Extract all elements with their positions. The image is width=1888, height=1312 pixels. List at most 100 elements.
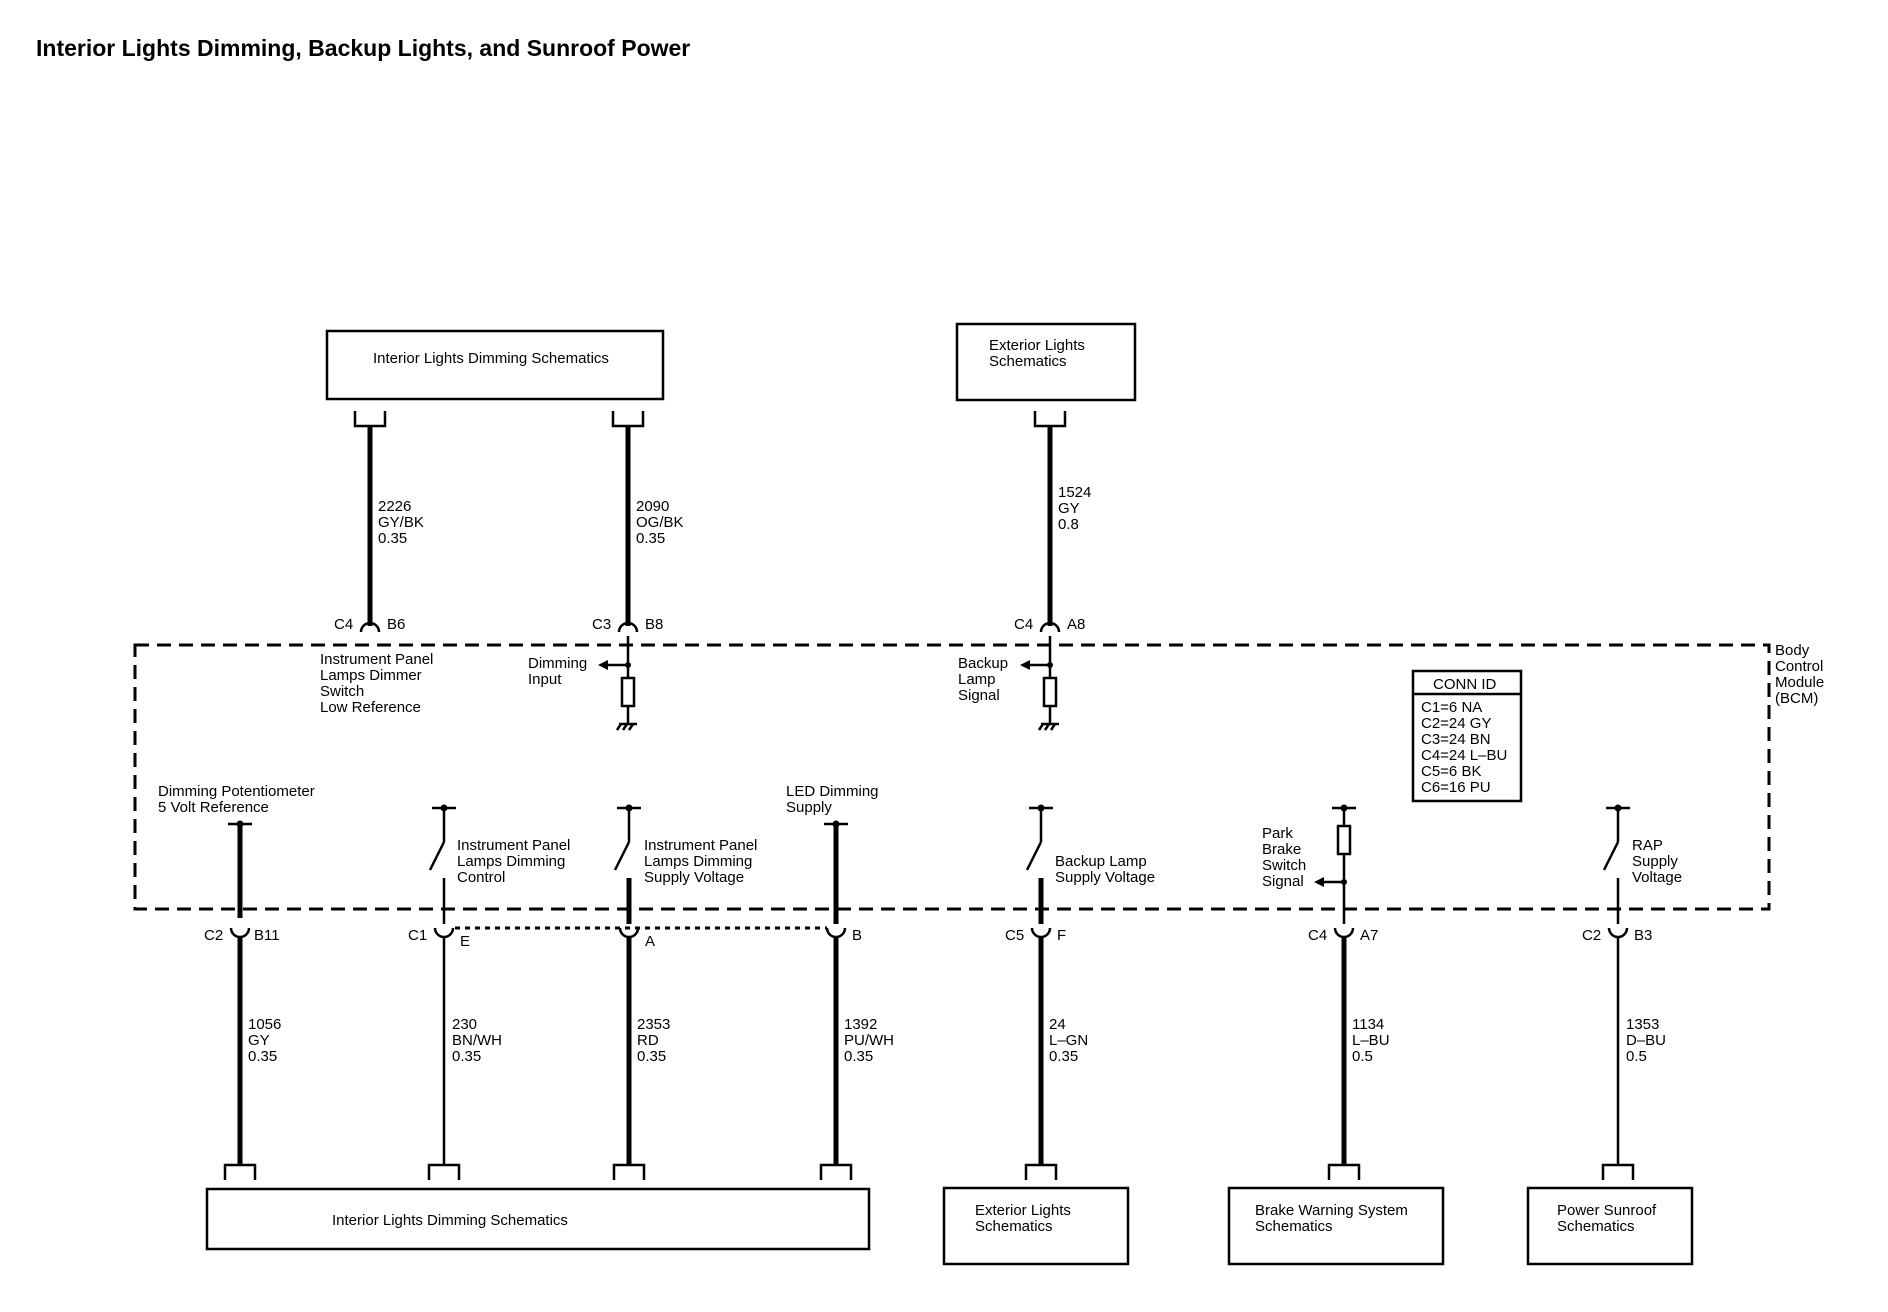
top-exterior-lights-label-2: Schematics xyxy=(989,353,1067,370)
connector-arc xyxy=(1039,621,1061,633)
wire-label-1524: 1524 GY 0.8 xyxy=(1058,484,1091,533)
pin-f: F xyxy=(1057,927,1066,944)
svg-text:1134: 1134 xyxy=(1352,1016,1384,1033)
park-brake-signal-circuit xyxy=(1314,804,1356,924)
diagram-title: Interior Lights Dimming, Backup Lights, … xyxy=(36,35,690,61)
svg-text:Voltage: Voltage xyxy=(1632,869,1682,886)
conn-id-header: CONN ID xyxy=(1433,676,1497,693)
rap-supply-switch xyxy=(1602,804,1630,924)
svg-text:0.35: 0.35 xyxy=(637,1048,666,1065)
svg-text:C1=6 NA: C1=6 NA xyxy=(1421,699,1482,716)
svg-text:Lamp: Lamp xyxy=(958,671,996,688)
pin-a7: A7 xyxy=(1360,927,1378,944)
svg-text:Body: Body xyxy=(1775,642,1810,659)
pin-b: B xyxy=(852,927,862,944)
backup-lamp-signal-circuit xyxy=(1020,636,1059,731)
backup-lamp-signal-label: Backup Lamp Signal xyxy=(958,655,1008,704)
dimming-input-circuit xyxy=(598,636,637,731)
svg-text:Low Reference: Low Reference xyxy=(320,699,421,716)
svg-text:Brake: Brake xyxy=(1262,841,1301,858)
ip-dimming-supply-switch xyxy=(613,804,641,924)
svg-text:RD: RD xyxy=(637,1032,659,1049)
bottom-interior-dimming-box: Interior Lights Dimming Schematics xyxy=(205,1187,871,1251)
terminal-bracket xyxy=(223,1163,257,1180)
pin-a: A xyxy=(645,933,655,950)
svg-text:5 Volt Reference: 5 Volt Reference xyxy=(158,799,269,816)
svg-text:Instrument Panel: Instrument Panel xyxy=(644,837,757,854)
svg-text:GY/BK: GY/BK xyxy=(378,514,424,531)
connector-arc xyxy=(825,927,847,939)
svg-text:0.5: 0.5 xyxy=(1626,1048,1647,1065)
svg-text:Lamps Dimming: Lamps Dimming xyxy=(457,853,565,870)
connector-arc xyxy=(359,621,381,633)
connector-arc xyxy=(617,621,639,633)
bcm-boundary xyxy=(133,643,1771,911)
wire-label-2090: 2090 OG/BK 0.35 xyxy=(636,498,684,547)
svg-text:Switch: Switch xyxy=(1262,857,1306,874)
ip-dimmer-low-ref-label: Instrument Panel Lamps Dimmer Switch Low… xyxy=(320,651,433,716)
terminal-bracket xyxy=(353,411,387,428)
svg-text:0.35: 0.35 xyxy=(1049,1048,1078,1065)
svg-text:D–BU: D–BU xyxy=(1626,1032,1666,1049)
svg-text:GY: GY xyxy=(248,1032,270,1049)
svg-text:C2=24 GY: C2=24 GY xyxy=(1421,715,1491,732)
connector-arc xyxy=(229,927,251,939)
wire-label-1056: 1056 GY 0.35 xyxy=(248,1016,281,1065)
top-exterior-lights-label-1: Exterior Lights xyxy=(989,337,1085,354)
terminal-bracket xyxy=(819,1163,853,1180)
svg-text:1392: 1392 xyxy=(844,1016,877,1033)
wire-label-1353: 1353 D–BU 0.5 xyxy=(1626,1016,1666,1065)
svg-text:0.5: 0.5 xyxy=(1352,1048,1373,1065)
connector-c1: C1 xyxy=(408,927,427,944)
svg-text:Dimming Potentiometer: Dimming Potentiometer xyxy=(158,783,315,800)
pin-a8: A8 xyxy=(1067,616,1085,633)
dimming-pot-ref-label: Dimming Potentiometer 5 Volt Reference xyxy=(158,783,315,816)
svg-text:Input: Input xyxy=(528,671,562,688)
conn-id-table: CONN ID C1=6 NA C2=24 GY C3=24 BN C4=24 … xyxy=(1411,669,1523,803)
brake-warning-box: Brake Warning System Schematics xyxy=(1227,1186,1445,1266)
svg-text:Lamps Dimming: Lamps Dimming xyxy=(644,853,752,870)
svg-text:GY: GY xyxy=(1058,500,1080,517)
svg-text:L–BU: L–BU xyxy=(1352,1032,1390,1049)
ip-dimming-supply-label: Instrument Panel Lamps Dimming Supply Vo… xyxy=(644,837,757,886)
svg-text:2226: 2226 xyxy=(378,498,411,515)
svg-text:Signal: Signal xyxy=(1262,873,1304,890)
wire-label-230: 230 BN/WH 0.35 xyxy=(452,1016,502,1065)
connector-c2-1: C2 xyxy=(204,927,223,944)
pin-b3: B3 xyxy=(1634,927,1652,944)
wire-label-24: 24 L–GN 0.35 xyxy=(1049,1016,1088,1065)
park-brake-signal-label: Park Brake Switch Signal xyxy=(1262,825,1306,890)
svg-text:C4=24 L–BU: C4=24 L–BU xyxy=(1421,747,1507,764)
bottom-interior-dimming-label: Interior Lights Dimming Schematics xyxy=(332,1212,568,1229)
svg-text:0.35: 0.35 xyxy=(378,530,407,547)
connector-arc xyxy=(1607,927,1629,939)
svg-text:Signal: Signal xyxy=(958,687,1000,704)
svg-text:0.35: 0.35 xyxy=(452,1048,481,1065)
wire-label-1392: 1392 PU/WH 0.35 xyxy=(844,1016,894,1065)
connector-c2-2: C2 xyxy=(1582,927,1601,944)
svg-text:Dimming: Dimming xyxy=(528,655,587,672)
wire-label-2226: 2226 GY/BK 0.35 xyxy=(378,498,424,547)
brake-warning-label-1: Brake Warning System xyxy=(1255,1202,1408,1219)
terminal-bracket xyxy=(612,1163,646,1180)
connector-arc xyxy=(433,927,455,939)
svg-text:BN/WH: BN/WH xyxy=(452,1032,502,1049)
bottom-exterior-lights-box: Exterior Lights Schematics xyxy=(942,1186,1130,1266)
top-interior-dimming-label: Interior Lights Dimming Schematics xyxy=(373,350,609,367)
ip-dimming-control-switch xyxy=(428,804,456,924)
svg-text:Instrument Panel: Instrument Panel xyxy=(320,651,433,668)
svg-text:LED Dimming: LED Dimming xyxy=(786,783,879,800)
svg-text:2353: 2353 xyxy=(637,1016,670,1033)
svg-text:C3=24 BN: C3=24 BN xyxy=(1421,731,1491,748)
svg-text:Control: Control xyxy=(457,869,505,886)
backup-lamp-supply-switch xyxy=(1025,804,1053,924)
svg-text:Park: Park xyxy=(1262,825,1293,842)
power-sunroof-label-2: Schematics xyxy=(1557,1218,1635,1235)
terminal-bracket xyxy=(1327,1163,1361,1180)
ip-dimming-control-label: Instrument Panel Lamps Dimming Control xyxy=(457,837,570,886)
svg-text:PU/WH: PU/WH xyxy=(844,1032,894,1049)
svg-text:Supply Voltage: Supply Voltage xyxy=(1055,869,1155,886)
power-sunroof-box: Power Sunroof Schematics xyxy=(1526,1186,1694,1266)
terminal-bracket xyxy=(427,1163,461,1180)
